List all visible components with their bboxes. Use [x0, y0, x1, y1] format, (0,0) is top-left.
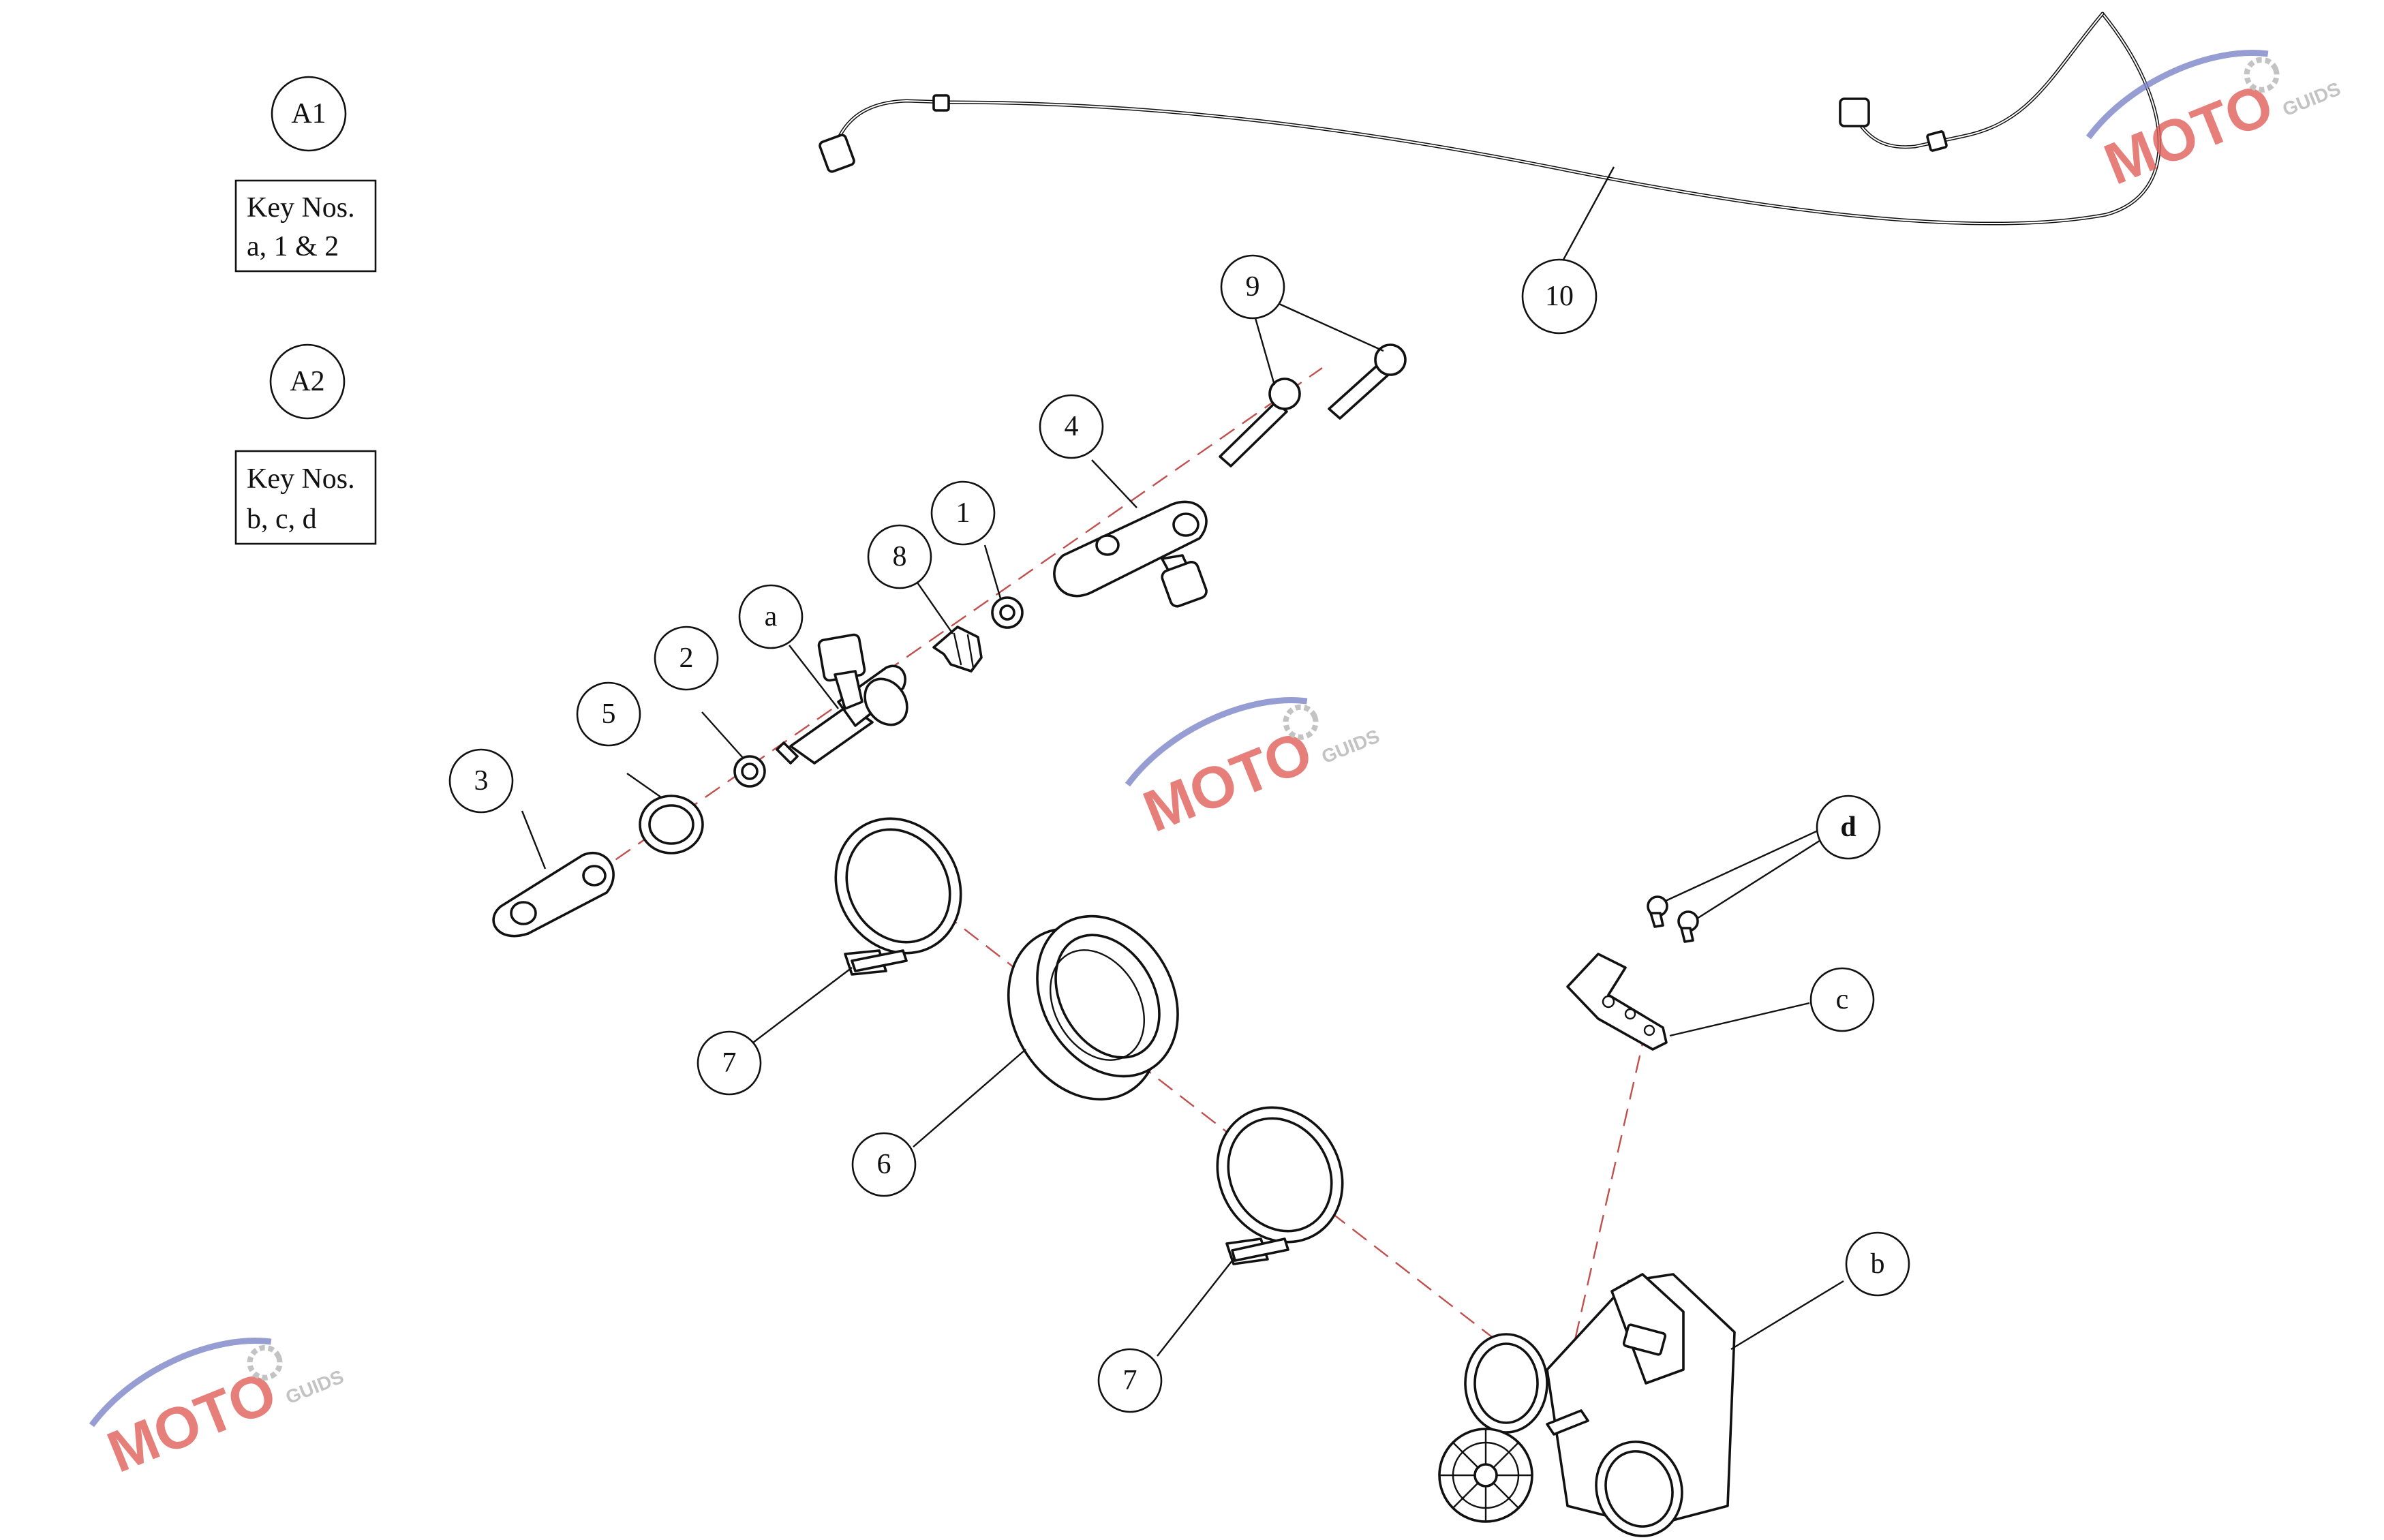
hose-clamp-upper: [834, 817, 962, 976]
injector-cap: [492, 851, 615, 938]
legend-a1-box: Key Nos. a, 1 & 2: [234, 179, 377, 273]
callout-2: 2: [654, 626, 719, 691]
svg-text:5: 5: [602, 698, 616, 730]
svg-text:6: 6: [877, 1149, 891, 1180]
svg-text:1: 1: [956, 497, 971, 529]
svg-text:10: 10: [1545, 281, 1574, 312]
callout-9: 9: [1220, 254, 1285, 320]
callout-10: 10: [1521, 258, 1598, 335]
watermark-sub: GUIDS: [2280, 78, 2344, 120]
legend-a1-line2: a, 1 & 2: [247, 231, 339, 262]
injector-axis: [548, 367, 1323, 907]
intake-rubber: [1007, 914, 1179, 1100]
legend-a2-id: A2: [290, 366, 324, 397]
washer: [991, 596, 1024, 629]
gear-icon: [247, 1344, 283, 1381]
svg-text:a: a: [765, 601, 778, 632]
svg-text:d: d: [1840, 812, 1856, 843]
callout-7-upper: 7: [697, 1030, 762, 1096]
svg-text:7: 7: [1123, 1365, 1137, 1396]
legend-a2-box: Key Nos. b, c, d: [234, 450, 377, 545]
callout-5: 5: [576, 681, 641, 747]
gear-icon: [2244, 57, 2280, 93]
throttle-body: [1438, 1273, 1736, 1537]
watermark-sub: GUIDS: [1319, 725, 1383, 767]
legend-a2-badge: A2: [269, 343, 346, 420]
watermark-bottom-left: MOTO GUIDS: [89, 1338, 347, 1485]
callout-1: 1: [930, 480, 996, 546]
callout-3: 3: [448, 748, 514, 814]
legend-a1-badge: A1: [271, 76, 347, 152]
leader-lines: [521, 166, 1844, 1357]
svg-text:7: 7: [722, 1047, 737, 1079]
clip: [932, 626, 983, 673]
legend-a1-line1: Key Nos.: [247, 192, 355, 224]
svg-text:b: b: [1871, 1248, 1885, 1280]
watermark-top-right: MOTO GUIDS: [2085, 50, 2344, 198]
legend-a2-line2: b, c, d: [247, 504, 317, 535]
callout-4: 4: [1039, 394, 1104, 459]
callout-8: 8: [867, 524, 932, 589]
fuel-injector: [776, 633, 908, 765]
injector-holder: [1053, 500, 1208, 608]
callout-7-lower: 7: [1097, 1348, 1163, 1413]
svg-text:c: c: [1836, 984, 1849, 1015]
legend-a1: A1 Key Nos. a, 1 & 2: [234, 76, 377, 273]
svg-text:4: 4: [1065, 411, 1079, 442]
callout-d: d: [1816, 795, 1881, 860]
assembly-axes: [548, 367, 1647, 1418]
callouts: 10 9 4 1 8 a 2 5: [448, 254, 1910, 1413]
screws: [1647, 895, 1699, 943]
hose-clamp-lower: [1216, 1106, 1344, 1265]
o-ring-small: [733, 755, 766, 788]
callout-a: a: [738, 584, 804, 649]
watermark-middle: MOTO GUIDS: [1125, 697, 1383, 845]
bracket: [1566, 953, 1668, 1051]
callout-b: b: [1845, 1231, 1910, 1297]
watermark-sub: GUIDS: [283, 1366, 347, 1408]
seal-ring: [639, 795, 704, 854]
svg-text:3: 3: [474, 765, 489, 797]
legend-a1-id: A1: [291, 98, 326, 129]
svg-text:8: 8: [893, 541, 907, 572]
svg-text:2: 2: [679, 643, 694, 674]
bolts: [1219, 343, 1407, 467]
callout-c: c: [1809, 967, 1875, 1032]
callout-6: 6: [851, 1132, 917, 1197]
legend-a2: A2 Key Nos. b, c, d: [234, 343, 377, 545]
legend-a2-line1: Key Nos.: [247, 463, 355, 495]
fuel-hose: [819, 12, 2161, 226]
svg-text:9: 9: [1246, 271, 1260, 303]
gear-icon: [1283, 704, 1319, 740]
